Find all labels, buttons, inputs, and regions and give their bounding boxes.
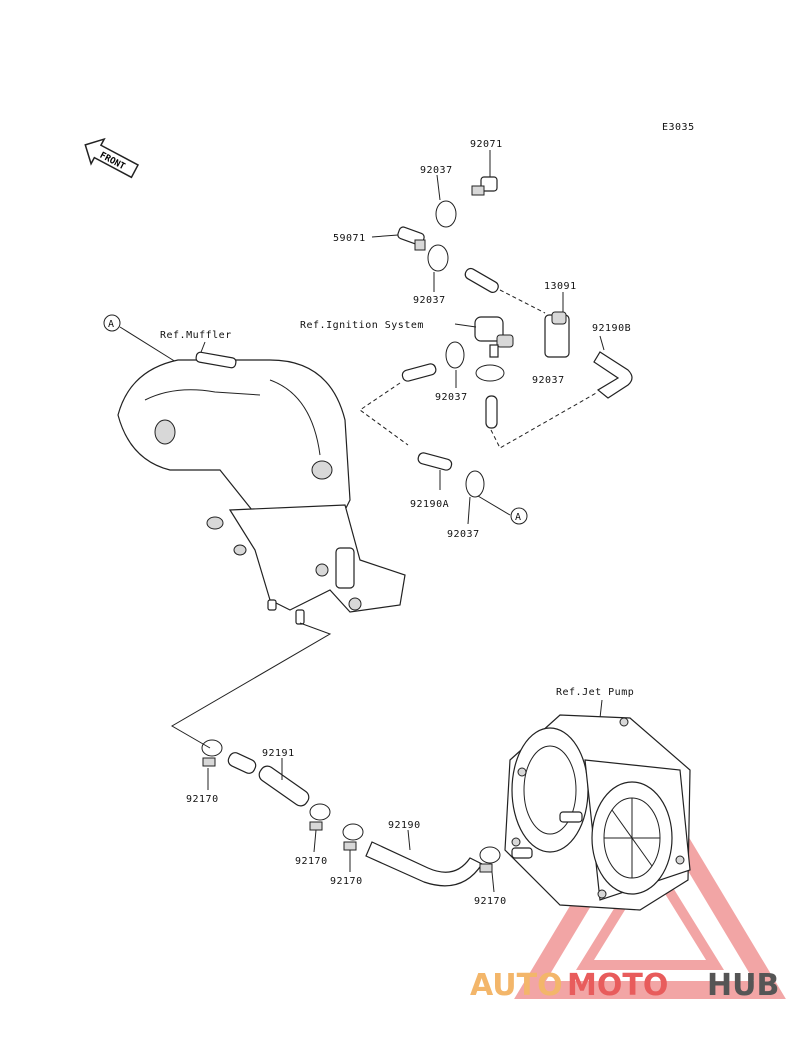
clamp-92170-d	[479, 846, 501, 864]
svg-text:A: A	[108, 319, 115, 330]
label-59071: 59071	[333, 233, 366, 244]
hose-segment-a	[227, 752, 257, 774]
leader-92170-b	[313, 829, 317, 853]
ref-muffler-label: Ref.Muffler	[160, 330, 232, 341]
clamp-92170-c	[342, 823, 364, 841]
diagram-code: E3035	[662, 122, 695, 133]
clamp-92170-a	[201, 739, 223, 757]
callout-a-left: A	[103, 314, 121, 332]
label-92170-a: 92170	[186, 794, 219, 805]
leader-92037-top	[436, 174, 441, 201]
bracket-13091	[544, 311, 570, 358]
watermark-text: AUTO MOTO HUB	[470, 968, 779, 1003]
label-92170-b: 92170	[295, 856, 328, 867]
clip-92037-top	[435, 200, 457, 228]
dashed-line-top	[499, 289, 546, 314]
leader-92190B	[599, 335, 605, 351]
label-92190B: 92190B	[592, 323, 631, 334]
leader-92037-bottom	[467, 496, 471, 525]
leader-92170-d	[491, 871, 495, 893]
ignition-valve	[474, 316, 514, 358]
label-92037-top: 92037	[420, 165, 453, 176]
clamp-92170-b-screw	[309, 821, 323, 831]
leader-jet-pump	[599, 699, 603, 719]
hose-92190	[365, 841, 483, 887]
clamp-92170-b	[309, 803, 331, 821]
label-92190A: 92190A	[410, 499, 449, 510]
clamp-92170-a-screw	[202, 757, 216, 767]
label-92037-mid: 92037	[413, 295, 446, 306]
clamp-92170-c-screw	[343, 841, 357, 851]
label-13091: 13091	[544, 281, 577, 292]
hose-92191	[258, 765, 310, 807]
leader-a-left	[119, 326, 177, 363]
hose-vertical	[485, 395, 498, 429]
label-92170-c: 92170	[330, 876, 363, 887]
clip-92037-left	[445, 341, 465, 369]
label-92191: 92191	[262, 748, 295, 759]
dashed-line-right	[490, 391, 599, 449]
fitting-92071	[471, 176, 498, 196]
leader-59071	[371, 234, 399, 238]
clip-92037-bottom	[465, 470, 485, 498]
clamp-92170-d-screw	[479, 863, 493, 873]
ref-ignition-label: Ref.Ignition System	[300, 320, 424, 331]
elbow-59071	[397, 226, 426, 251]
label-92037-bottom: 92037	[447, 529, 480, 540]
hose-short-left	[401, 363, 437, 382]
dashed-line-left	[359, 382, 409, 446]
svg-text:A: A	[515, 512, 522, 523]
svg-text:AUTO: AUTO	[470, 968, 563, 1003]
leader-to-a	[477, 495, 511, 516]
jet-pump	[504, 714, 691, 911]
svg-text:MOTO: MOTO	[567, 968, 668, 1003]
label-92190: 92190	[388, 820, 421, 831]
callout-a-right: A	[510, 507, 528, 525]
clip-92037-right	[475, 364, 505, 382]
leader-92190	[407, 829, 411, 851]
label-92170-d: 92170	[474, 896, 507, 907]
front-arrow-icon: FRONT	[84, 137, 140, 179]
clip-92037-mid	[427, 244, 449, 272]
ref-jet-pump-label: Ref.Jet Pump	[556, 687, 634, 698]
svg-text:HUB: HUB	[707, 968, 779, 1003]
hose-short-top	[464, 267, 499, 293]
hose-92190A	[417, 452, 453, 471]
muffler-manifold	[117, 351, 406, 625]
label-92037-left: 92037	[435, 392, 468, 403]
route-line-lower	[171, 622, 332, 749]
label-92037-right: 92037	[532, 375, 565, 386]
leader-ignition	[454, 323, 477, 328]
hose-92190B	[593, 351, 633, 399]
label-92071: 92071	[470, 139, 503, 150]
